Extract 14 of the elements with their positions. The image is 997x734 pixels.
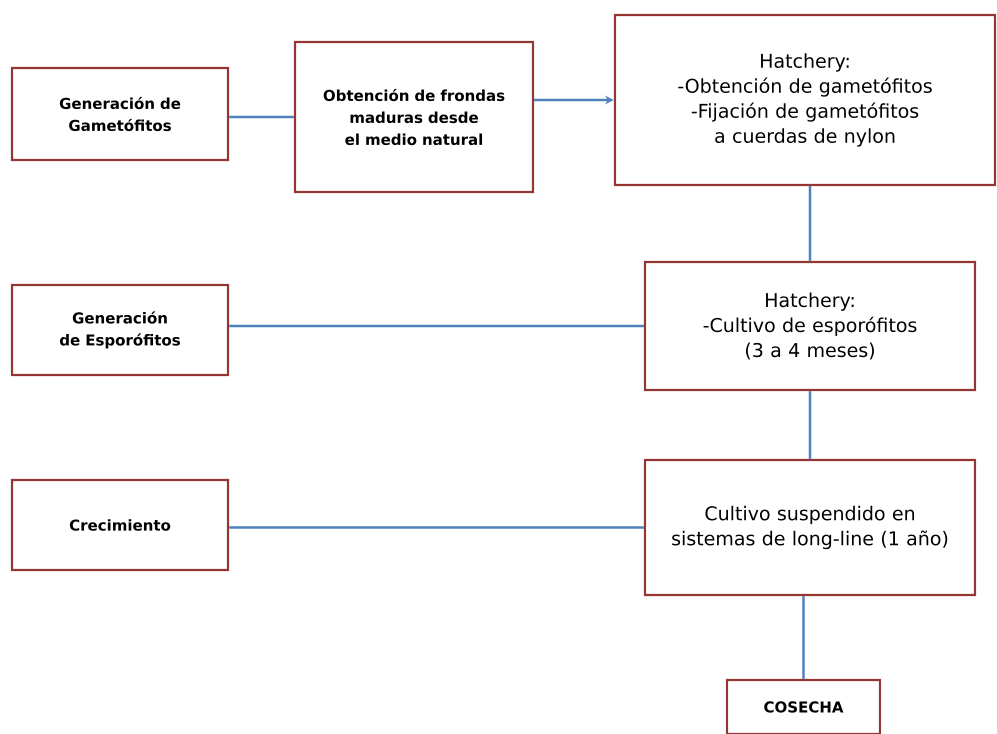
connector-line: [229, 324, 644, 328]
connector-line: [229, 526, 644, 529]
connector-line: [229, 116, 294, 118]
connector-line: [808, 391, 812, 459]
process-box: COSECHA: [726, 678, 882, 734]
process-box: Generación de Esporófitos: [10, 284, 230, 376]
connector-line: [808, 186, 812, 261]
process-box: Crecimiento: [10, 478, 230, 572]
process-box: Hatchery: -Obtención de gametófitos -Fijación de gametófitos a cuerdas de nylon: [614, 14, 996, 186]
connector-line: [802, 596, 805, 679]
process-box: Cultivo suspendido en sistemas de long-line (1 año): [644, 458, 976, 596]
process-box: Hatchery: -Cultivo de esporófitos (3 a 4 meses): [644, 260, 976, 392]
process-box: Obtención de frondas maduras desde el medio natural: [294, 40, 534, 194]
process-box: Generación de Gametófitos: [10, 66, 230, 162]
